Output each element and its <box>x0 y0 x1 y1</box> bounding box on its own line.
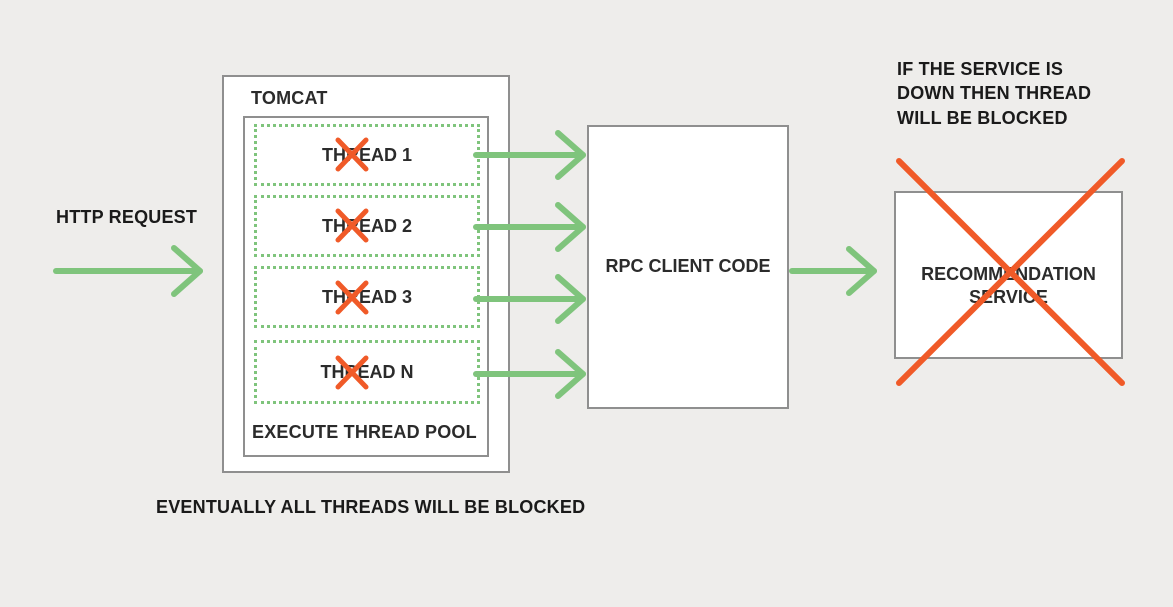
service-down-note-line-1: IF THE SERVICE IS <box>897 59 1064 79</box>
tomcat-label: TOMCAT <box>251 88 328 108</box>
http-request-arrow <box>53 245 203 297</box>
eventually-blocked-caption: EVENTUALLY ALL THREADS WILL BE BLOCKED <box>156 497 586 517</box>
thread-2-arrow <box>473 202 586 252</box>
thread-2: THREAD 2 <box>254 195 480 257</box>
http-request-label: HTTP REQUEST <box>56 207 198 227</box>
thread-pool-label: EXECUTE THREAD POOL <box>252 422 477 442</box>
thread-3-blocked-cross-icon <box>335 280 369 315</box>
service-down-note-line-3: WILL BE BLOCKED <box>897 108 1068 128</box>
service-down-cross-icon <box>896 158 1125 386</box>
thread-1-arrow <box>473 130 586 180</box>
thread-n-arrow <box>473 349 586 399</box>
thread-1: THREAD 1 <box>254 124 480 186</box>
rpc-client-label: RPC CLIENT CODE <box>605 256 771 276</box>
rpc-to-service-arrow <box>789 246 877 296</box>
rpc-client-box <box>587 125 789 409</box>
thread-n-blocked-cross-icon <box>335 355 369 390</box>
service-down-note-line-2: DOWN THEN THREAD <box>897 83 1092 103</box>
thread-n: THREAD N <box>254 340 480 404</box>
thread-2-blocked-cross-icon <box>335 208 369 243</box>
thread-3-arrow <box>473 274 586 324</box>
thread-1-blocked-cross-icon <box>335 137 369 172</box>
